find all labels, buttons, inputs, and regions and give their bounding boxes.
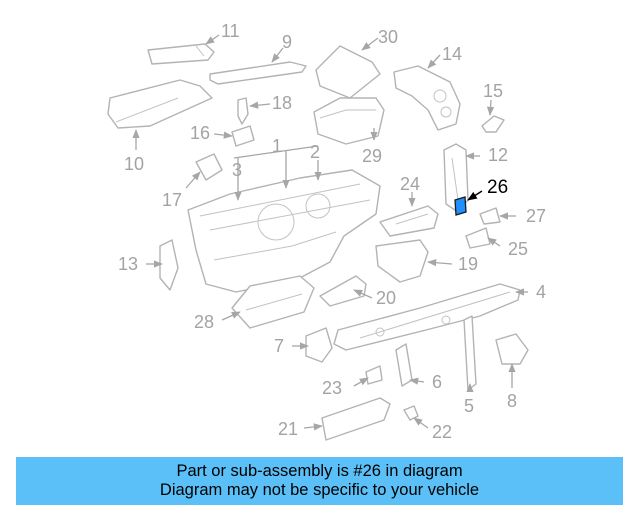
part-1-instrument-panel bbox=[187, 169, 381, 293]
part-5-pillar bbox=[463, 315, 477, 391]
part-17-vent bbox=[195, 153, 223, 181]
label-8: 8 bbox=[507, 391, 517, 411]
part-23-small-piece bbox=[365, 365, 383, 385]
part-27-small-bracket bbox=[479, 207, 501, 225]
leader-lines bbox=[132, 34, 528, 431]
banner-line-1: Part or sub-assembly is #26 in diagram bbox=[176, 462, 463, 480]
label-2: 2 bbox=[310, 142, 320, 162]
label-24: 24 bbox=[400, 174, 420, 194]
part-4-crosscar-beam bbox=[333, 283, 521, 351]
part-16-clip bbox=[231, 125, 255, 147]
part-10-armrest bbox=[107, 79, 213, 129]
label-12: 12 bbox=[488, 145, 508, 165]
label-3: 3 bbox=[232, 160, 242, 180]
part-26-highlighted[interactable] bbox=[454, 190, 483, 216]
label-28: 28 bbox=[194, 312, 214, 332]
part-14-cluster-bezel bbox=[393, 65, 461, 131]
label-16: 16 bbox=[190, 123, 210, 143]
part-24-switch-panel bbox=[379, 205, 439, 237]
part-11-lid bbox=[147, 43, 215, 65]
part-13-side-cap bbox=[159, 239, 179, 291]
label-19: 19 bbox=[458, 254, 478, 274]
label-21: 21 bbox=[278, 419, 298, 439]
label-22: 22 bbox=[432, 422, 452, 442]
part-19-bracket-plate bbox=[375, 239, 429, 283]
part-22-clip bbox=[403, 405, 419, 421]
label-1: 1 bbox=[272, 136, 282, 156]
label-11: 11 bbox=[221, 21, 240, 41]
part-21-lower-trim bbox=[321, 397, 391, 441]
label-4: 4 bbox=[536, 282, 546, 302]
label-23: 23 bbox=[322, 378, 342, 398]
part-18-bracket bbox=[237, 97, 249, 125]
label-5: 5 bbox=[464, 396, 474, 416]
part-20-brace bbox=[319, 275, 367, 307]
label-20: 20 bbox=[376, 288, 396, 308]
label-18: 18 bbox=[272, 93, 292, 113]
label-10: 10 bbox=[124, 154, 144, 174]
label-29: 29 bbox=[362, 146, 382, 166]
banner-line-2: Diagram may not be specific to your vehi… bbox=[159, 481, 480, 499]
label-26-highlighted: 26 bbox=[487, 177, 508, 198]
label-27: 27 bbox=[526, 206, 546, 226]
label-7: 7 bbox=[274, 336, 284, 356]
label-6: 6 bbox=[432, 372, 442, 392]
callout-numbers: 11 9 30 14 15 18 16 10 17 29 12 1 2 3 24… bbox=[118, 21, 546, 442]
label-25: 25 bbox=[508, 239, 528, 259]
info-banner: Part or sub-assembly is #26 in diagram D… bbox=[16, 457, 623, 505]
label-9: 9 bbox=[282, 32, 292, 52]
part-30-glovebox-lid bbox=[315, 45, 381, 99]
part-15-knob bbox=[481, 115, 505, 133]
part-8-assembly bbox=[495, 333, 529, 365]
label-14: 14 bbox=[442, 44, 462, 64]
part-7-bracket bbox=[305, 327, 333, 363]
part-6-support bbox=[395, 343, 413, 387]
part-9-trim-strip bbox=[209, 61, 307, 85]
label-30: 30 bbox=[378, 27, 398, 47]
label-15: 15 bbox=[483, 81, 503, 101]
label-13: 13 bbox=[118, 254, 138, 274]
part-28-lower-cover bbox=[231, 275, 315, 329]
part-25-clip bbox=[465, 227, 491, 249]
label-17: 17 bbox=[162, 190, 182, 210]
part-29-console-box bbox=[313, 97, 385, 145]
